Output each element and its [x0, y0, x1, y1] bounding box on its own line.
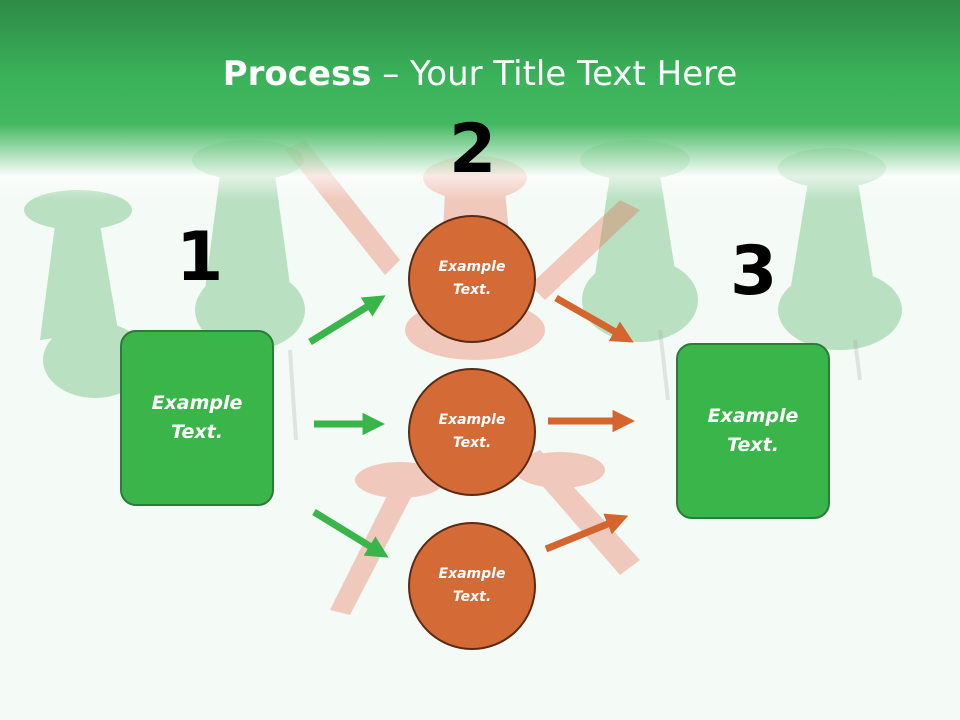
title-bold: Process [222, 54, 372, 94]
arrow-green-up [308, 295, 386, 345]
title-banner [0, 0, 960, 200]
circle-bottom[interactable]: Example Text. [408, 522, 536, 650]
right-text-box[interactable]: Example Text. [676, 343, 830, 519]
circle-bottom-text: Example Text. [438, 566, 506, 605]
right-box-text: Example Text. [707, 405, 799, 456]
arrow-orange-up [544, 513, 629, 553]
circle-top-text: Example Text. [438, 259, 506, 298]
step-number-2: 2 [449, 110, 497, 189]
circle-middle-text: Example Text. [438, 412, 506, 451]
slide-title: Process – Your Title Text Here [0, 52, 960, 96]
title-rest: – Your Title Text Here [371, 54, 738, 94]
arrow-green-down [312, 509, 389, 558]
left-text-box[interactable]: Example Text. [120, 330, 274, 506]
arrow-orange-down [554, 294, 634, 343]
circle-middle[interactable]: Example Text. [408, 368, 536, 496]
circle-top[interactable]: Example Text. [408, 215, 536, 343]
left-box-text: Example Text. [151, 392, 243, 443]
step-number-3: 3 [730, 232, 778, 311]
step-number-1: 1 [176, 218, 224, 297]
